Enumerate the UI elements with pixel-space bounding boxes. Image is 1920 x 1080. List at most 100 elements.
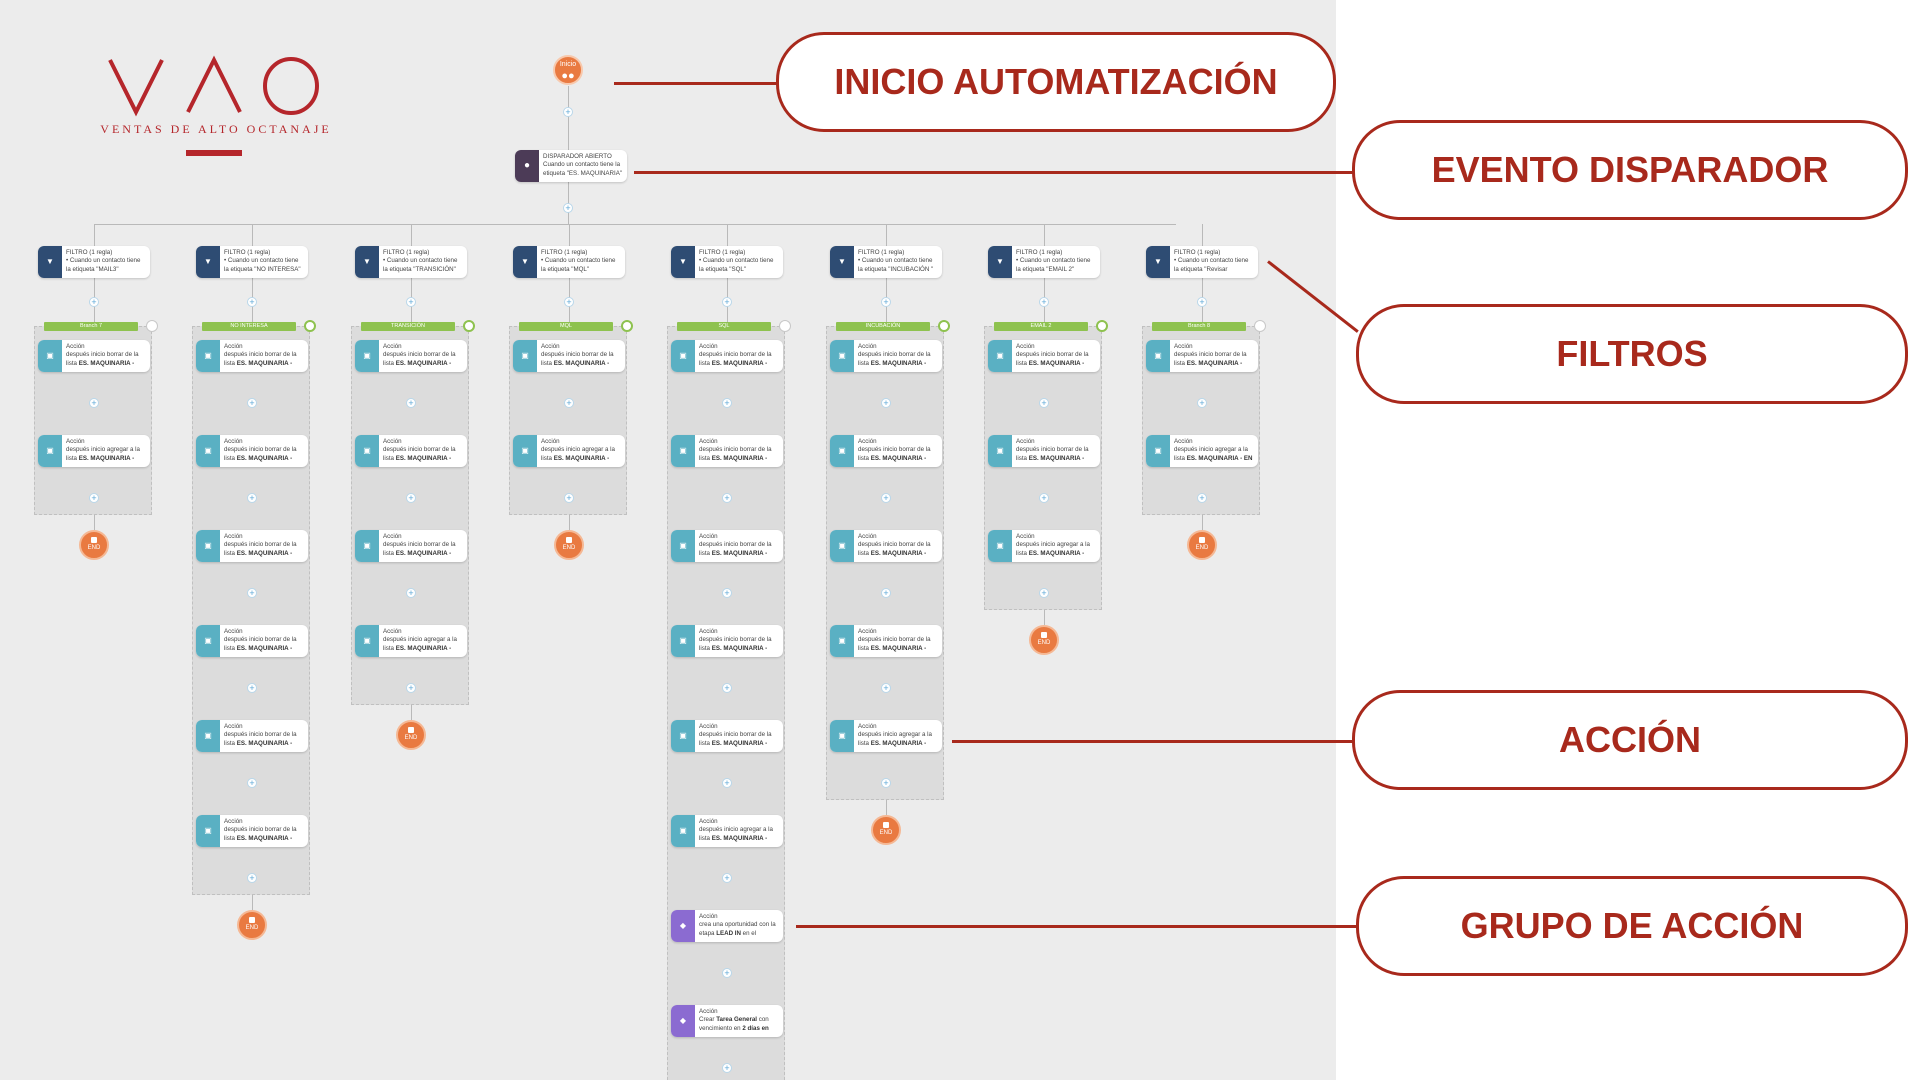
- branch-tab[interactable]: SQL: [677, 322, 771, 331]
- filter-card[interactable]: ▼FILTRO (1 regla)• Cuando un contacto ti…: [355, 246, 467, 278]
- end-node[interactable]: END: [396, 720, 426, 750]
- add-step-plus-icon[interactable]: +: [247, 873, 257, 883]
- add-step-plus-icon[interactable]: +: [89, 398, 99, 408]
- add-step-plus-icon[interactable]: +: [563, 107, 573, 117]
- end-node[interactable]: END: [1029, 625, 1059, 655]
- branch-tab[interactable]: INCUBACIÓN: [836, 322, 930, 331]
- end-node[interactable]: END: [871, 815, 901, 845]
- add-step-plus-icon[interactable]: +: [406, 297, 416, 307]
- branch-toggle[interactable]: [146, 320, 158, 332]
- add-step-plus-icon[interactable]: +: [722, 588, 732, 598]
- add-step-plus-icon[interactable]: +: [881, 493, 891, 503]
- add-step-plus-icon[interactable]: +: [722, 1063, 732, 1073]
- add-step-plus-icon[interactable]: +: [881, 398, 891, 408]
- add-step-plus-icon[interactable]: +: [881, 683, 891, 693]
- filter-card[interactable]: ▼FILTRO (1 regla)• Cuando un contacto ti…: [513, 246, 625, 278]
- add-step-plus-icon[interactable]: +: [247, 297, 257, 307]
- add-step-plus-icon[interactable]: +: [881, 778, 891, 788]
- add-step-plus-icon[interactable]: +: [1039, 398, 1049, 408]
- add-step-plus-icon[interactable]: +: [1197, 297, 1207, 307]
- filter-card[interactable]: ▼FILTRO (1 regla)• Cuando un contacto ti…: [830, 246, 942, 278]
- branch-toggle[interactable]: [779, 320, 791, 332]
- branch-tab[interactable]: TRANSICIÓN: [361, 322, 455, 331]
- add-step-plus-icon[interactable]: +: [1039, 493, 1049, 503]
- branch-tab[interactable]: EMAIL 2: [994, 322, 1088, 331]
- branch-toggle[interactable]: [463, 320, 475, 332]
- add-step-plus-icon[interactable]: +: [1197, 493, 1207, 503]
- add-step-plus-icon[interactable]: +: [722, 778, 732, 788]
- end-node[interactable]: END: [79, 530, 109, 560]
- branch-toggle[interactable]: [1254, 320, 1266, 332]
- add-step-plus-icon[interactable]: +: [722, 398, 732, 408]
- add-step-plus-icon[interactable]: +: [563, 203, 573, 213]
- branch-tab[interactable]: MQL: [519, 322, 613, 331]
- add-step-plus-icon[interactable]: +: [247, 493, 257, 503]
- branch-tab[interactable]: Branch 8: [1152, 322, 1246, 331]
- add-step-plus-icon[interactable]: +: [1197, 398, 1207, 408]
- add-step-plus-icon[interactable]: +: [564, 297, 574, 307]
- branch-toggle[interactable]: [1096, 320, 1108, 332]
- branch-toggle[interactable]: [938, 320, 950, 332]
- add-step-plus-icon[interactable]: +: [406, 588, 416, 598]
- add-step-plus-icon[interactable]: +: [722, 683, 732, 693]
- add-step-plus-icon[interactable]: +: [722, 493, 732, 503]
- add-step-plus-icon[interactable]: +: [406, 683, 416, 693]
- add-step-plus-icon[interactable]: +: [564, 493, 574, 503]
- branch-tab[interactable]: NO INTERESA: [202, 322, 296, 331]
- end-node[interactable]: END: [1187, 530, 1217, 560]
- filter-card[interactable]: ▼FILTRO (1 regla)• Cuando un contacto ti…: [671, 246, 783, 278]
- trigger-card[interactable]: ● DISPARADOR ABIERTO Cuando un contacto …: [515, 150, 627, 182]
- add-step-plus-icon[interactable]: +: [247, 778, 257, 788]
- add-step-plus-icon[interactable]: +: [1039, 588, 1049, 598]
- start-node[interactable]: Inicio ●●: [553, 55, 583, 85]
- add-step-plus-icon[interactable]: +: [247, 398, 257, 408]
- add-step-plus-icon[interactable]: +: [89, 493, 99, 503]
- automation-canvas[interactable]: VENTAS DE ALTO OCTANAJE + + Inicio ●● ● …: [0, 0, 1336, 1080]
- add-step-plus-icon[interactable]: +: [406, 398, 416, 408]
- add-step-plus-icon[interactable]: +: [247, 683, 257, 693]
- add-step-plus-icon[interactable]: +: [722, 873, 732, 883]
- add-step-plus-icon[interactable]: +: [722, 968, 732, 978]
- add-step-plus-icon[interactable]: +: [247, 588, 257, 598]
- branch-toggle[interactable]: [304, 320, 316, 332]
- filter-card[interactable]: ▼FILTRO (1 regla)• Cuando un contacto ti…: [196, 246, 308, 278]
- filter-card[interactable]: ▼FILTRO (1 regla)• Cuando un contacto ti…: [1146, 246, 1258, 278]
- add-step-plus-icon[interactable]: +: [881, 297, 891, 307]
- add-step-plus-icon[interactable]: +: [406, 493, 416, 503]
- end-node[interactable]: END: [237, 910, 267, 940]
- add-step-plus-icon[interactable]: +: [722, 297, 732, 307]
- add-step-plus-icon[interactable]: +: [1039, 297, 1049, 307]
- branch-toggle[interactable]: [621, 320, 633, 332]
- filter-card[interactable]: ▼FILTRO (1 regla)• Cuando un contacto ti…: [38, 246, 150, 278]
- branch-tab[interactable]: Branch 7: [44, 322, 138, 331]
